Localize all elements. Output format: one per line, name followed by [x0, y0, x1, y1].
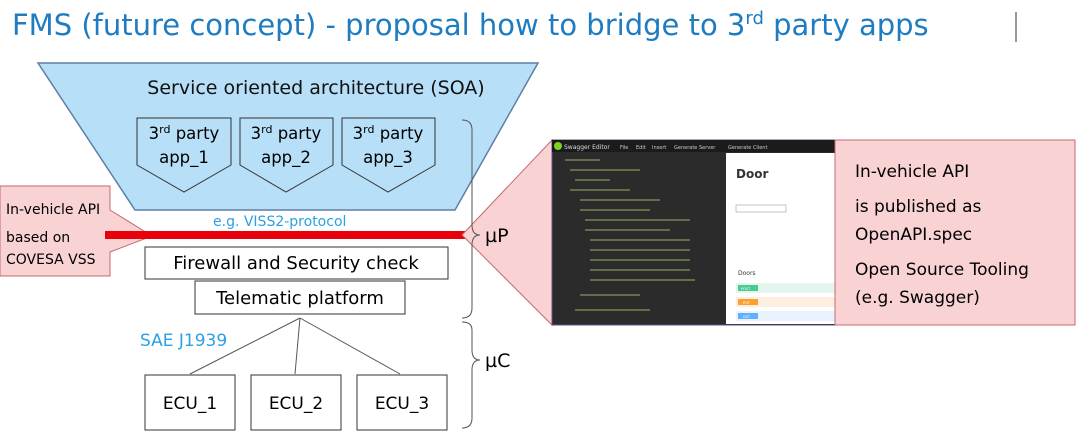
- svg-text:GET: GET: [743, 315, 751, 319]
- firewall-box: [144, 246, 449, 280]
- telematic-label: Telematic platform: [215, 288, 384, 309]
- app-2: 3rd party app_2: [239, 117, 334, 193]
- svg-text:app_3: app_3: [363, 148, 413, 168]
- app-3: 3rd party app_3: [341, 117, 436, 193]
- uc-brace: [461, 321, 481, 429]
- svg-text:POST: POST: [741, 287, 751, 291]
- svg-text:PUT: PUT: [743, 301, 751, 305]
- svg-text:Doors: Doors: [738, 270, 756, 277]
- app-1: 3rd party app_1: [136, 117, 232, 193]
- svg-text:In-vehicle API: In-vehicle API: [855, 162, 969, 182]
- viss2-line: [105, 231, 465, 239]
- right-callout: In-vehicle API is published as OpenAPI.s…: [834, 139, 1076, 326]
- svg-text:Insert: Insert: [652, 145, 666, 151]
- svg-text:ECU_1: ECU_1: [163, 394, 217, 414]
- svg-text:3rd party: 3rd party: [353, 123, 424, 143]
- svg-text:COVESA VSS: COVESA VSS: [6, 252, 96, 268]
- svg-text:In-vehicle API: In-vehicle API: [6, 202, 100, 218]
- ecu-3: [356, 374, 448, 431]
- bus-label: SAE J1939: [140, 331, 227, 351]
- up-label: µP: [485, 225, 509, 247]
- svg-text:app_2: app_2: [261, 148, 311, 168]
- svg-text:File: File: [620, 145, 628, 151]
- svg-text:is published as: is published as: [855, 197, 981, 217]
- svg-text:Generate Client: Generate Client: [728, 145, 767, 151]
- firewall-label: Firewall and Security check: [173, 253, 419, 274]
- slide-title: FMS (future concept) - proposal how to b…: [12, 8, 929, 42]
- svg-text:3rd party: 3rd party: [149, 123, 220, 143]
- swagger-screenshot: Swagger Editor File Edit Insert Generate…: [551, 139, 836, 326]
- up-brace: [461, 119, 481, 319]
- ecu-1: [144, 374, 236, 431]
- protocol-label: e.g. VISS2-protocol: [213, 214, 346, 230]
- svg-text:based on: based on: [6, 230, 70, 246]
- telematic-box: [194, 280, 406, 315]
- svg-text:Open Source Tooling: Open Source Tooling: [855, 260, 1029, 280]
- svg-text:Door: Door: [736, 167, 768, 181]
- svg-text:Edit: Edit: [636, 145, 646, 151]
- soa-label: Service oriented architecture (SOA): [147, 77, 484, 99]
- svg-text:app_1: app_1: [159, 148, 209, 168]
- left-callout: In-vehicle API based on COVESA VSS: [0, 185, 154, 277]
- ecu-2: [250, 374, 342, 431]
- uc-label: µC: [485, 350, 510, 372]
- svg-text:(e.g. Swagger): (e.g. Swagger): [855, 288, 980, 308]
- svg-text:Generate Server: Generate Server: [674, 145, 716, 151]
- svg-text:ECU_3: ECU_3: [375, 394, 429, 414]
- svg-text:OpenAPI.spec: OpenAPI.spec: [855, 225, 972, 245]
- svg-text:Swagger Editor: Swagger Editor: [564, 144, 610, 151]
- svg-text:ECU_2: ECU_2: [269, 394, 323, 414]
- svg-text:3rd party: 3rd party: [251, 123, 322, 143]
- bus-lines: [189, 317, 401, 375]
